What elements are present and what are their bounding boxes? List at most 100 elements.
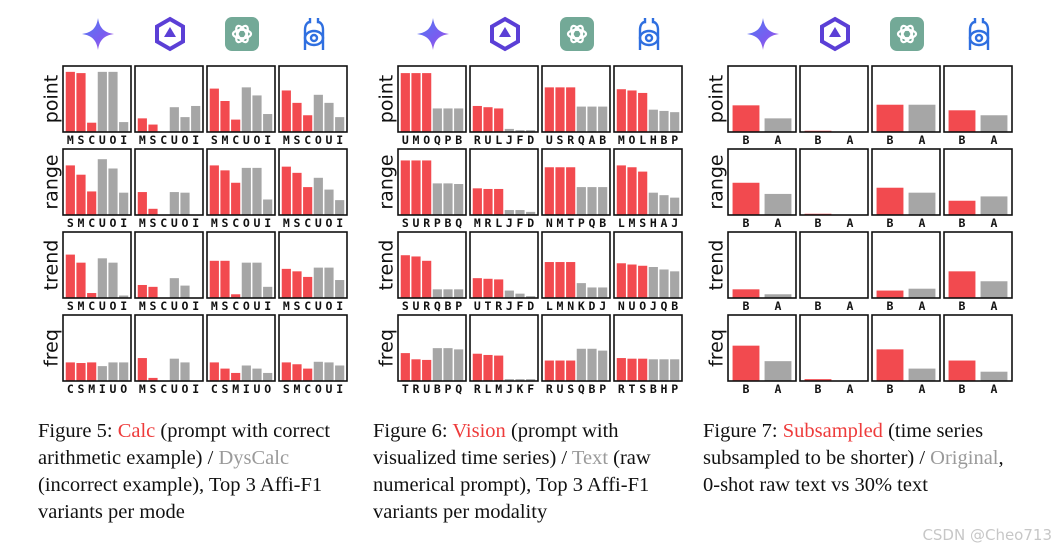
bar-O [180,117,190,132]
bar-A [908,368,936,381]
bar-R [616,358,626,381]
bar-U [483,107,493,132]
tick-label: N [618,299,625,313]
bar-L [483,354,493,381]
tick-label: U [413,299,420,313]
tick-label: P [455,299,462,313]
bar-I [97,366,107,381]
bar-P [598,350,608,381]
bar-F [515,293,525,298]
tick-label: U [557,382,564,396]
tick-label: B [599,216,606,230]
bar-P [443,348,453,381]
tick-label: S [150,133,157,147]
caption-red-term: Subsampled [782,420,883,442]
bar-S [638,358,648,381]
tick-label: R [495,299,502,313]
tick-label: O [110,133,117,147]
bar-C [303,368,313,381]
tick-label: A [847,133,854,147]
caption-prefix: Figure 6: [373,420,453,442]
bar-B [732,289,760,298]
llama-icon [296,16,332,52]
bar-U [169,107,179,132]
tick-label: C [211,382,218,396]
tick-label: P [599,382,606,396]
tick-label: B [887,299,894,313]
tick-label: P [445,382,452,396]
bar-A [587,106,597,132]
tick-label: L [639,133,646,147]
tick-label: B [599,133,606,147]
tick-label: J [506,133,513,147]
bar-M [292,364,302,381]
bar-L [544,262,554,298]
bar-O [180,285,190,298]
tick-label: Q [578,133,585,147]
panel-frame [613,314,683,382]
tick-label: I [120,133,127,147]
tick-label: A [991,216,998,230]
tick-label: B [589,382,596,396]
tick-label: Q [661,299,668,313]
tick-label: A [991,133,998,147]
tick-label: O [243,216,250,230]
tick-label: B [661,133,668,147]
tick-label: Q [434,299,441,313]
bar-S [65,254,75,298]
bar-R [494,279,504,298]
bar-N [544,167,554,215]
tick-label: O [423,133,430,147]
bar-J [598,287,608,298]
bar-A [908,104,936,132]
tick-label: A [919,382,926,396]
bar-S [220,170,230,215]
bar-I [335,365,345,381]
row-label-trend: trend [41,240,63,291]
tick-label: I [192,216,199,230]
openai-icon [224,16,260,52]
bar-U [544,87,554,132]
bar-B [659,110,669,132]
tick-label: F [517,133,524,147]
panel-frame [943,65,1013,133]
panel-frame [799,148,869,216]
tick-label: F [517,299,524,313]
bar-O [108,168,118,215]
bar-M [616,89,626,132]
bar-S [148,124,158,132]
tick-label: Q [455,216,462,230]
bar-B [948,110,976,132]
bar-O [324,189,334,215]
bar-S [209,88,219,132]
bar-N [616,263,626,298]
caption-gray-term: Text [571,447,609,469]
panel-frame [799,314,869,382]
tick-label: B [959,382,966,396]
panel-frame [278,65,348,133]
bar-O [119,362,129,381]
tick-label: J [599,299,606,313]
bar-O [180,192,190,215]
bar-I [263,286,273,298]
bar-I [241,365,251,381]
tick-label: M [557,299,564,313]
bar-R [422,260,432,298]
bar-C [303,276,313,298]
tick-label: A [775,216,782,230]
tick-label: A [775,299,782,313]
tick-label: B [650,382,657,396]
tick-label: C [160,382,167,396]
tick-label: B [815,216,822,230]
tick-label: M [283,216,290,230]
panel-frame [469,314,539,382]
